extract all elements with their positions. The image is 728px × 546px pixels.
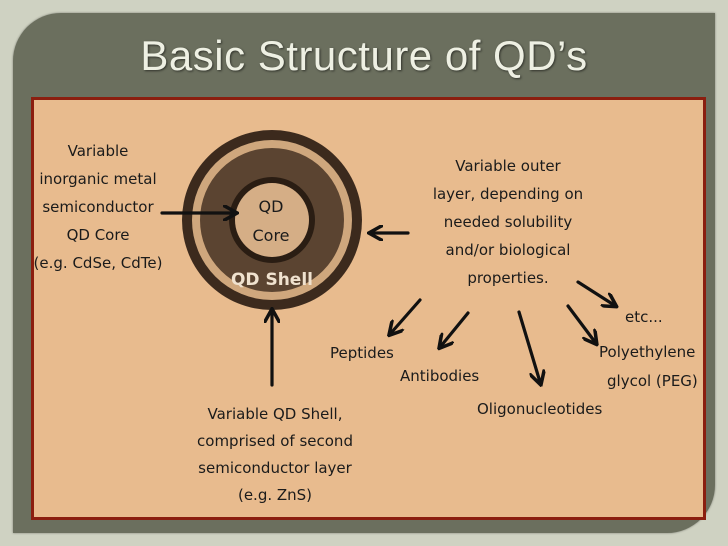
- core-desc-line: Variable: [68, 142, 129, 160]
- antibodies-label: Antibodies: [400, 367, 479, 385]
- oligonucleotides-arrow: [517, 310, 540, 382]
- etc-arrow: [576, 280, 614, 305]
- slide-title: Basic Structure of QD’s: [140, 32, 588, 79]
- outer-layer-description: Variable outer layer, depending on neede…: [433, 157, 583, 287]
- outer-desc-line: properties.: [467, 269, 548, 287]
- shell-description: Variable QD Shell, comprised of second s…: [197, 405, 353, 504]
- outer-desc-line: needed solubility: [444, 213, 573, 231]
- shell-label: QD Shell: [231, 270, 313, 290]
- qd-core: [235, 183, 309, 257]
- content-panel: [34, 100, 703, 517]
- shell-desc-line: (e.g. ZnS): [238, 486, 312, 504]
- shell-desc-line: comprised of second: [197, 432, 353, 450]
- outer-desc-line: and/or biological: [446, 241, 571, 259]
- outer-desc-line: layer, depending on: [433, 185, 583, 203]
- core-desc-line: inorganic metal: [39, 170, 156, 188]
- outer-desc-line: Variable outer: [455, 157, 561, 175]
- shell-desc-line: Variable QD Shell,: [208, 405, 343, 423]
- core-description: Variable inorganic metal semiconductor Q…: [34, 142, 163, 272]
- etc-label: etc...: [625, 308, 663, 326]
- core-desc-line: semiconductor: [42, 198, 154, 216]
- antibodies-arrow: [441, 311, 470, 346]
- core-label-core: Core: [252, 226, 289, 245]
- shell-desc-line: semiconductor layer: [198, 459, 352, 477]
- peg-label: Polyethylene: [599, 343, 695, 361]
- oligonucleotides-label: Oligonucleotides: [477, 400, 602, 418]
- peg-arrow: [566, 304, 595, 342]
- core-desc-line: QD Core: [67, 226, 130, 244]
- peg-label: glycol (PEG): [607, 372, 698, 390]
- peptides-arrow: [391, 298, 422, 333]
- core-desc-line: (e.g. CdSe, CdTe): [34, 254, 163, 272]
- peptides-label: Peptides: [330, 344, 394, 362]
- core-label-qd: QD: [259, 197, 284, 216]
